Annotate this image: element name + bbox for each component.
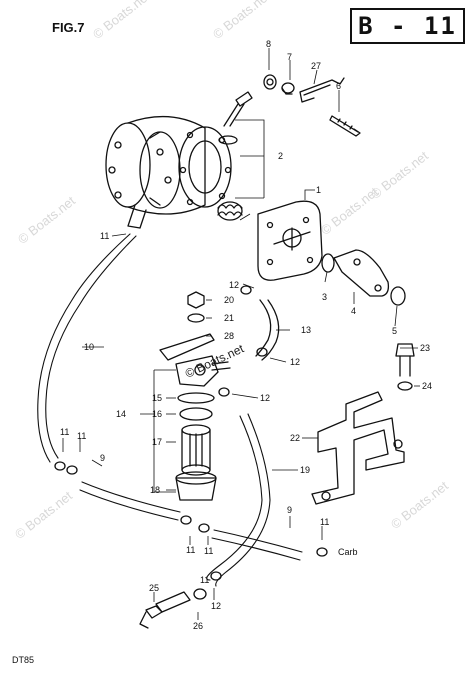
callout-6: 6 <box>336 81 342 91</box>
callout-11: 11 <box>200 575 210 585</box>
callout-4: 4 <box>351 306 357 316</box>
callout-5: 5 <box>392 326 398 336</box>
callout-7: 7 <box>287 52 293 62</box>
pump-body <box>105 115 232 229</box>
callout-11: 11 <box>320 517 330 527</box>
callout-12: 12 <box>229 280 240 290</box>
callout-2: 2 <box>278 151 284 161</box>
callout-17: 17 <box>152 437 163 447</box>
callout-12: 12 <box>211 601 222 611</box>
callout-carb: Carb <box>338 547 358 557</box>
callout-25: 25 <box>149 583 160 593</box>
callout-11: 11 <box>77 431 87 441</box>
callout-8: 8 <box>266 39 272 49</box>
callout-9: 9 <box>100 453 106 463</box>
callout-13: 13 <box>301 325 312 335</box>
callout-24: 24 <box>422 381 433 391</box>
page-code-box: B - 11 <box>350 8 465 44</box>
callout-9: 9 <box>287 505 293 515</box>
callout-27: 27 <box>311 61 322 71</box>
callout-16: 16 <box>152 409 163 419</box>
callout-11: 11 <box>186 545 196 555</box>
callout-19: 19 <box>300 465 311 475</box>
callout-22: 22 <box>290 433 301 443</box>
callout-28: 28 <box>224 331 235 341</box>
figure-label: FIG.7 <box>52 20 85 35</box>
callout-10: 10 <box>84 342 95 352</box>
diaphragm-plate <box>257 200 323 281</box>
callout-12: 12 <box>260 393 271 403</box>
callout-20: 20 <box>224 295 235 305</box>
callout-12: 12 <box>290 357 301 367</box>
callout-21: 21 <box>224 313 235 323</box>
callout-15: 15 <box>152 393 163 403</box>
callout-11: 11 <box>60 427 70 437</box>
callout-23: 23 <box>420 343 431 353</box>
callout-11: 11 <box>100 231 110 241</box>
spring <box>217 201 243 221</box>
callout-1: 1 <box>316 185 322 195</box>
callout-14: 14 <box>116 409 127 419</box>
model-label: DT85 <box>12 655 35 665</box>
callout-18: 18 <box>150 485 161 495</box>
callout-3: 3 <box>322 292 328 302</box>
callout-26: 26 <box>193 621 204 631</box>
callout-11: 11 <box>204 546 214 556</box>
